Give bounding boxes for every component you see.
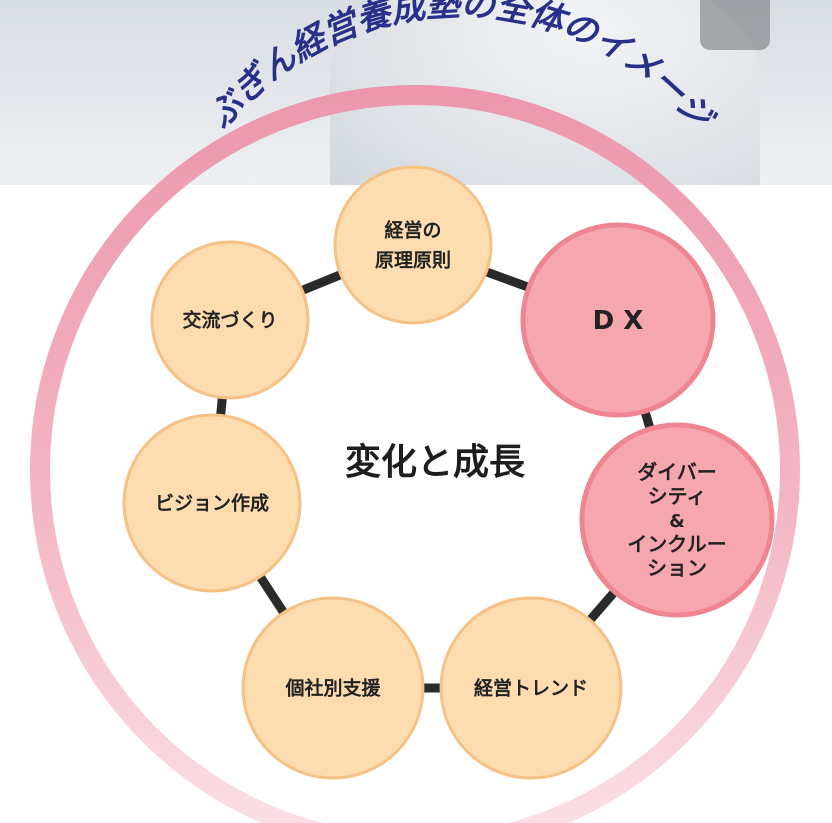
node-label: 経営トレンド — [474, 677, 588, 700]
node-label: 経営の — [384, 219, 441, 242]
node-label: 交流づくり — [182, 309, 277, 332]
node-circle — [579, 422, 775, 618]
node-vision: ビジョン作成 — [122, 413, 302, 593]
photo-detail — [700, 0, 770, 50]
node-circle — [520, 222, 716, 418]
node-circle — [439, 596, 623, 780]
node-circle — [333, 165, 493, 325]
node-label: シティ — [648, 484, 707, 508]
node-circle — [241, 596, 425, 780]
center-label: 変化と成長 — [345, 441, 526, 483]
node-label: ビジョン作成 — [155, 492, 269, 515]
node-circle — [122, 413, 302, 593]
outer-ring — [30, 85, 800, 823]
node-label: D X — [593, 306, 644, 336]
node-label: 個社別支援 — [284, 677, 381, 700]
node-label: ダイバー — [637, 460, 717, 484]
node-label: 原理原則 — [375, 250, 451, 272]
node-keiei-trend: 経営トレンド — [439, 596, 623, 780]
node-label: ション — [647, 556, 707, 580]
node-kosha-shien: 個社別支援 — [241, 596, 425, 780]
node-koryu: 交流づくり — [150, 240, 310, 400]
node-label: インクルー — [627, 532, 726, 556]
node-dx: D X — [520, 222, 716, 418]
background-photo — [0, 0, 832, 185]
node-circle — [150, 240, 310, 400]
node-label: & — [669, 511, 685, 532]
